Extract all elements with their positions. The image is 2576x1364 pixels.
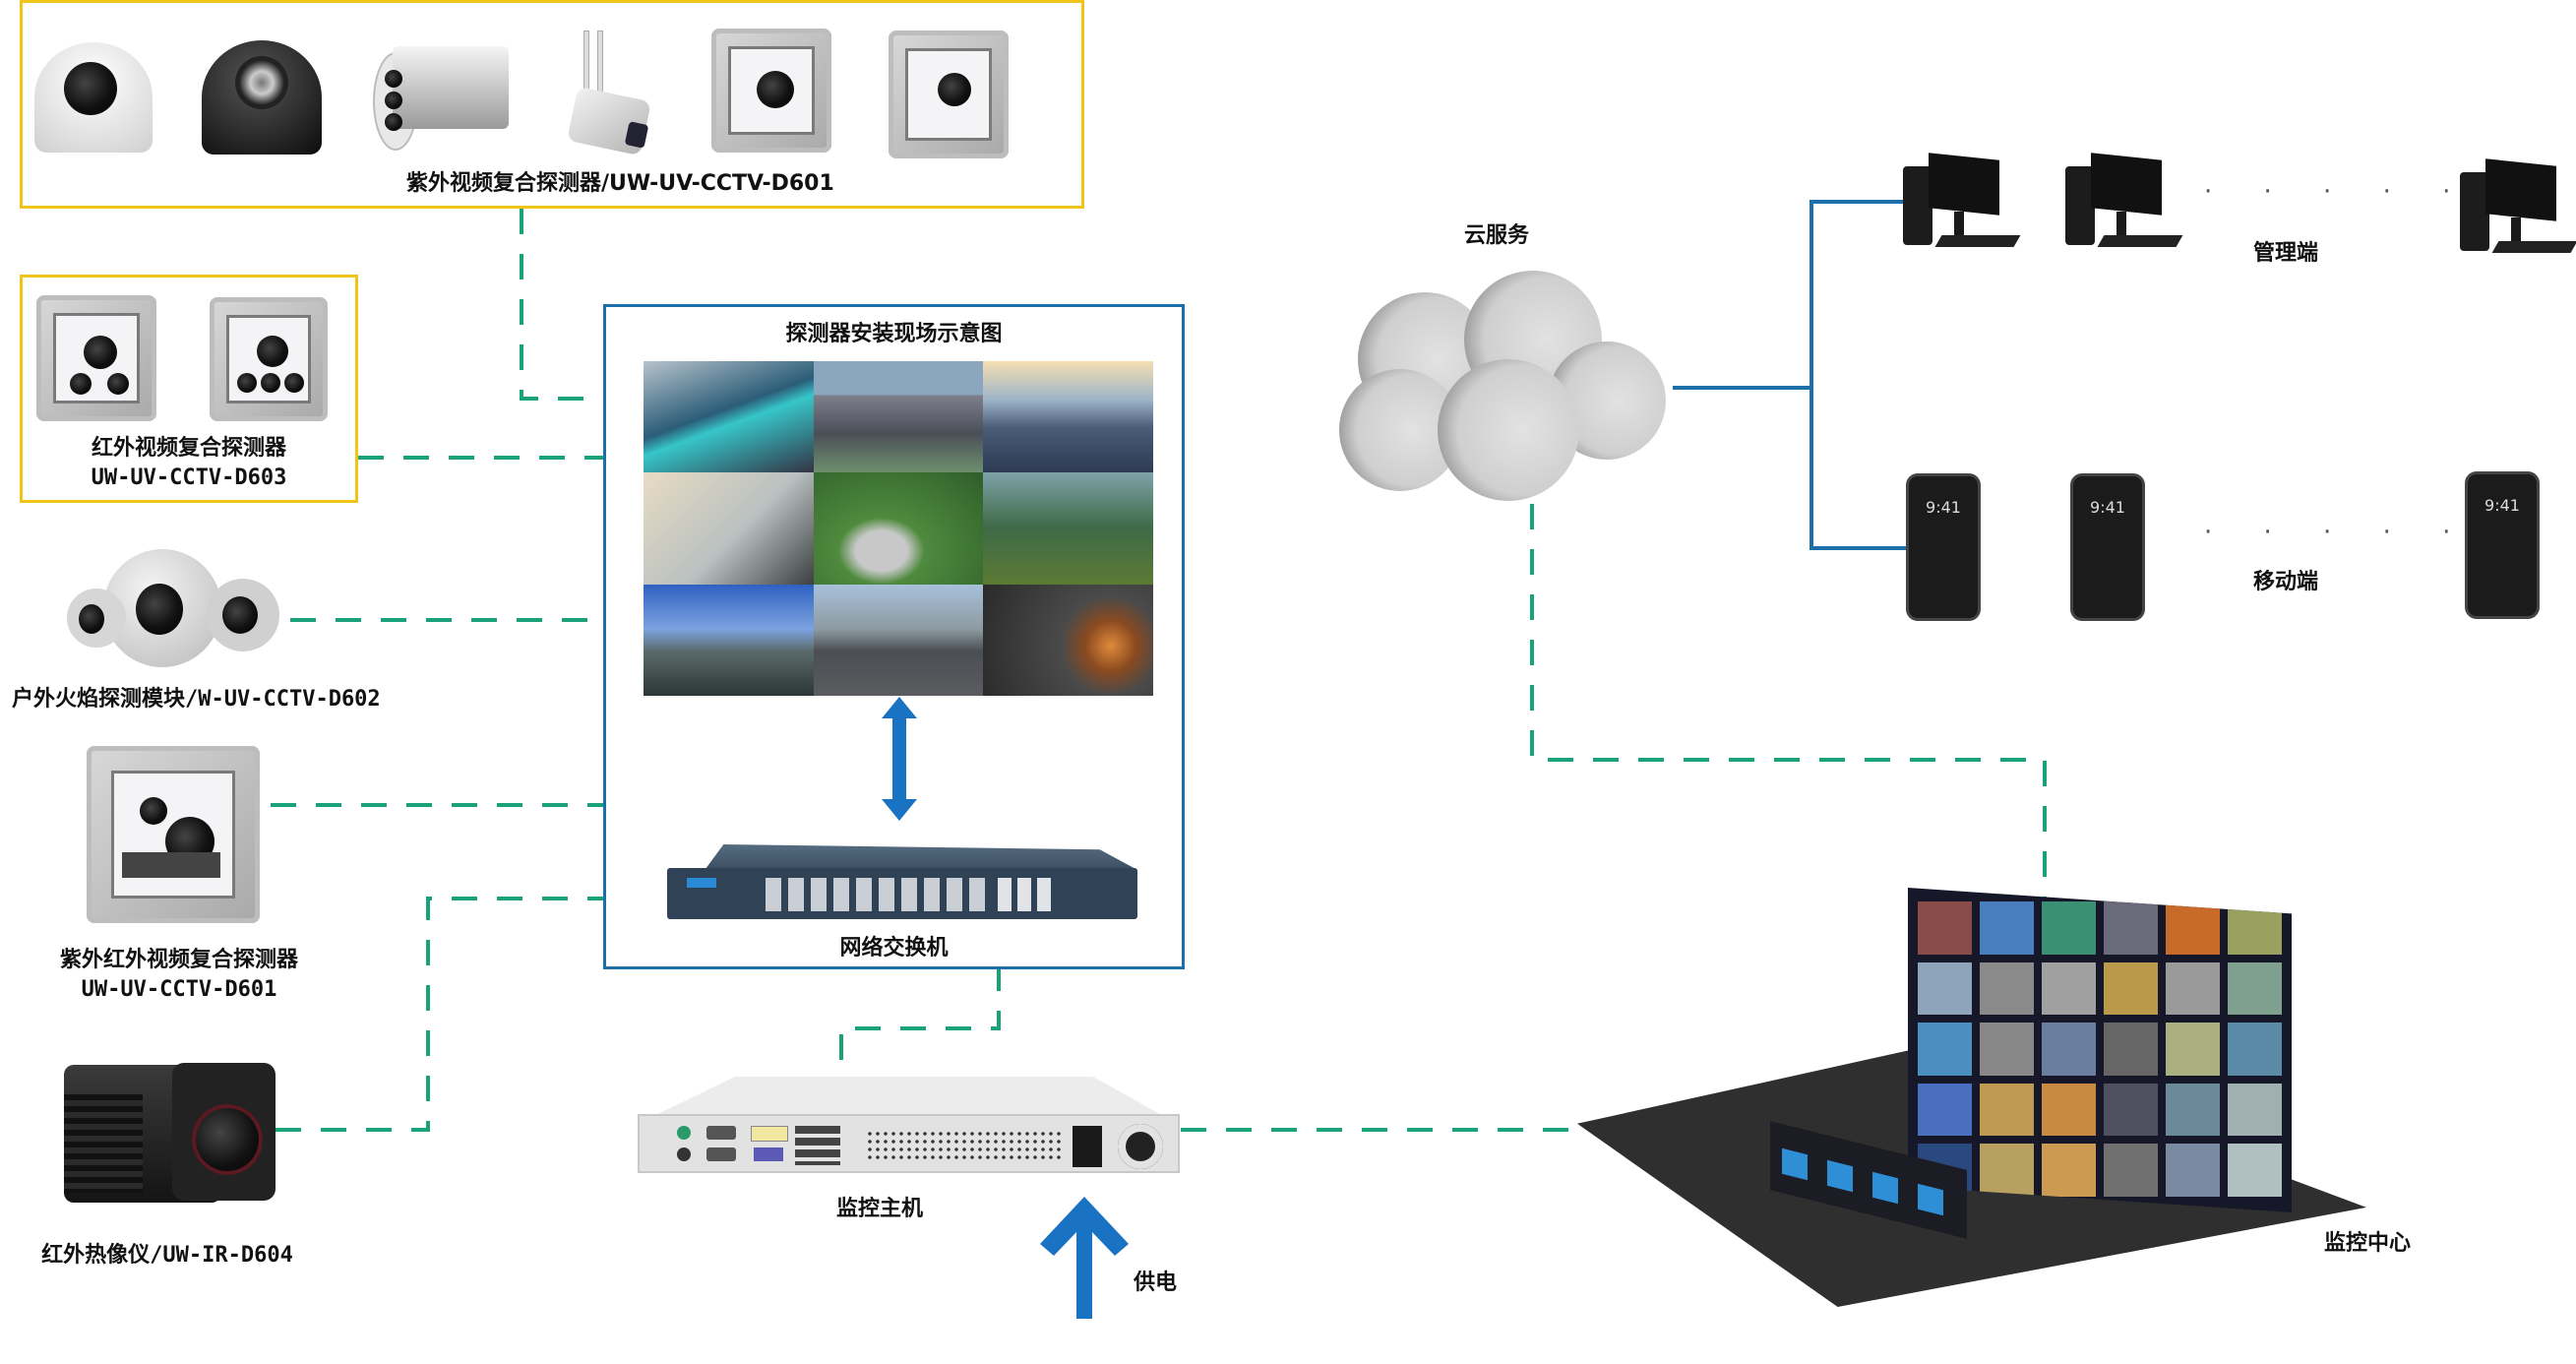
mobile-phone-3: 9:41: [2465, 471, 2540, 619]
monitoring-host: [638, 1077, 1180, 1180]
network-switch: [667, 844, 1137, 925]
network-switch-label: 网络交换机: [839, 936, 949, 961]
bullet-camera-silver: [373, 46, 511, 155]
phone-time: 9:41: [2090, 498, 2125, 517]
cloud-service-label: 云服务: [1464, 223, 1530, 248]
mobile-ellipsis: · · · · · ·: [2204, 518, 2532, 547]
metal-box-detector-2: [889, 31, 1009, 158]
scene-tile-city: [983, 361, 1153, 473]
control-console: [1770, 1121, 1967, 1239]
uv-ir-video-detector-label-line2: UW-UV-CCTV-D601: [81, 977, 277, 1002]
phone-time: 9:41: [2484, 496, 2520, 515]
mobile-clients-label: 移动端: [2253, 570, 2319, 594]
outdoor-flame-module-label: 户外火焰探测模块/W-UV-CCTV-D602: [12, 687, 381, 712]
scene-tile-power: [644, 472, 814, 585]
management-clients-label: 管理端: [2253, 241, 2319, 266]
ir-video-detector-label-line2: UW-UV-CCTV-D603: [91, 465, 287, 490]
mobile-phone-1: 9:41: [1906, 473, 1981, 621]
monitoring-center: [1577, 888, 2366, 1307]
install-scene-grid: [644, 361, 1153, 696]
metal-box-detector-1: [711, 29, 831, 153]
management-pc-3: [2460, 158, 2576, 261]
link-clients-bus: [1809, 200, 1907, 550]
scene-tile-monorail: [644, 361, 814, 473]
dome-camera-white: [34, 42, 153, 153]
wifi-bullet-camera: [566, 31, 654, 158]
scene-tile-forest: [983, 472, 1153, 585]
uv-video-detector-group: 紫外视频复合探测器/UW-UV-CCTV-D601: [20, 0, 1084, 209]
thermal-camera-label: 红外热像仪/UW-IR-D604: [41, 1243, 293, 1268]
uv-ir-video-detector: [87, 746, 260, 923]
ir-box-detector-2: [210, 297, 328, 421]
ir-video-detector-label-line1: 红外视频复合探测器: [91, 436, 286, 461]
monitoring-host-label: 监控主机: [836, 1197, 924, 1221]
cloud-icon: [1339, 271, 1666, 501]
scene-tile-tunnel: [983, 584, 1153, 696]
link-thermal-to-panel: [276, 897, 603, 1132]
uv-ir-video-detector-label-line1: 紫外红外视频复合探测器: [59, 948, 298, 972]
mobile-phone-2: 9:41: [2070, 473, 2145, 621]
install-scene-panel: 探测器安装现场示意图 网络交换机: [603, 304, 1185, 969]
bidirectional-arrow-icon: [882, 697, 917, 821]
uv-video-detector-label: 紫外视频复合探测器/UW-UV-CCTV-D601: [406, 171, 834, 196]
ir-box-detector-1: [36, 295, 156, 421]
link-top-group-to-panel: [520, 209, 603, 401]
phone-time: 9:41: [1926, 498, 1961, 517]
scene-tile-refinery: [644, 584, 814, 696]
scene-tile-substation: [813, 472, 984, 585]
scene-tile-highway: [813, 584, 984, 696]
power-supply-label: 供电: [1134, 1271, 1178, 1295]
power-supply-arrow-icon: [1040, 1197, 1129, 1319]
install-scene-title: 探测器安装现场示意图: [785, 322, 1003, 346]
thermal-camera: [54, 1055, 280, 1212]
ir-video-detector-group: 红外视频复合探测器 UW-UV-CCTV-D603: [20, 275, 358, 503]
management-pc-2: [2065, 153, 2183, 255]
outdoor-flame-module: [49, 539, 290, 672]
monitoring-center-label: 监控中心: [2324, 1231, 2412, 1256]
management-pc-1: [1903, 153, 2021, 255]
dome-camera-black: [202, 40, 322, 155]
video-wall: [1908, 888, 2292, 1212]
scene-tile-train: [813, 361, 984, 473]
management-ellipsis: · · · · · ·: [2204, 177, 2532, 207]
